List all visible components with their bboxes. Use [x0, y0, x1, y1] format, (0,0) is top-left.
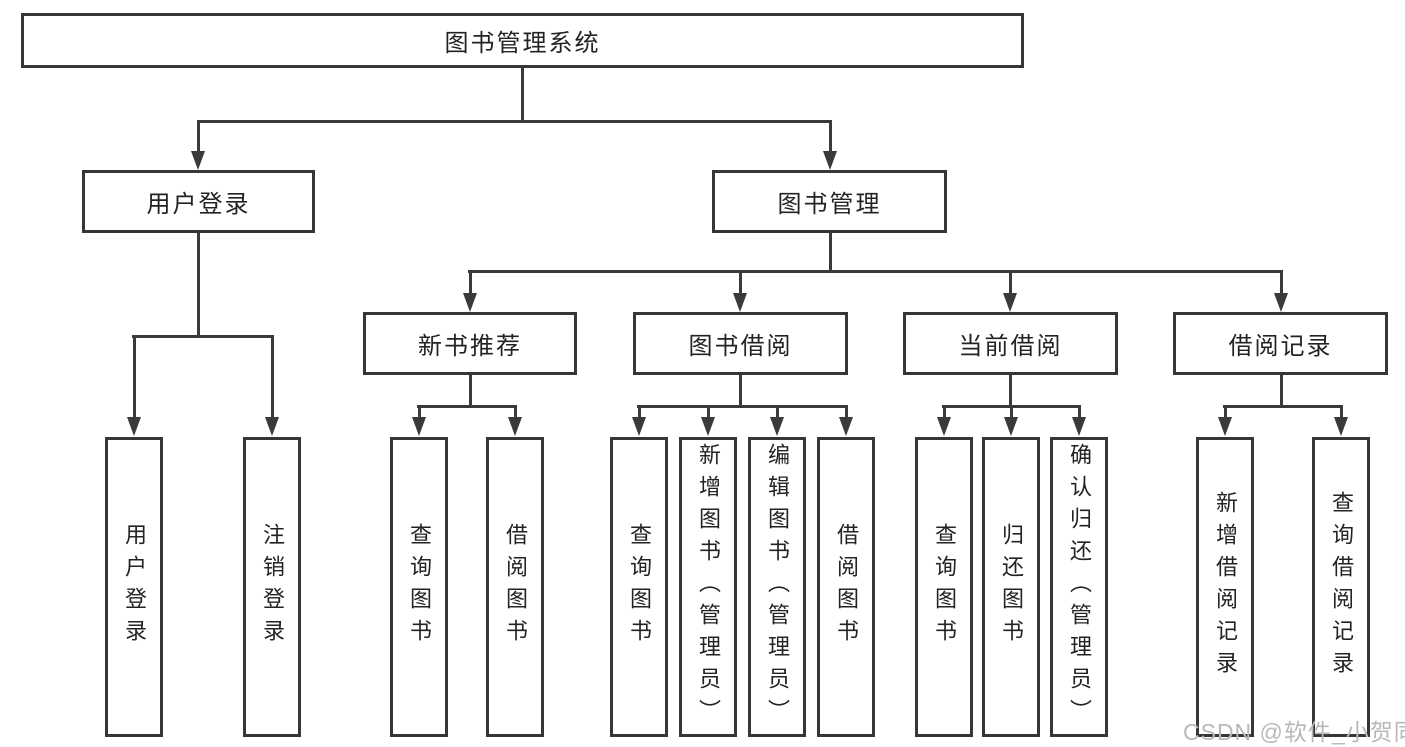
- leaf-confirm-return-admin: 确认归还（管理员）: [1050, 437, 1108, 737]
- leaf-user-login: 用户登录: [105, 437, 163, 737]
- connector-hline: [417, 405, 517, 408]
- arrowhead-down: [127, 417, 141, 436]
- leaf-borrow-books-recommend: 借阅图书: [486, 437, 544, 737]
- arrowhead-down: [1004, 417, 1018, 436]
- connector-hline: [132, 335, 274, 338]
- connector-vline: [418, 405, 421, 419]
- arrowhead-down: [508, 417, 522, 436]
- arrowhead-down: [265, 417, 279, 436]
- connector-vline: [1009, 375, 1012, 407]
- connector-vline: [514, 405, 517, 419]
- arrowhead-down: [1003, 293, 1017, 312]
- leaf-edit-books-admin: 编辑图书（管理员）: [748, 437, 806, 737]
- leaf-add-borrow-record: 新增借阅记录: [1196, 437, 1254, 737]
- connector-vline: [271, 335, 274, 419]
- arrowhead-down: [463, 293, 477, 312]
- leaf-logout: 注销登录: [243, 437, 301, 737]
- arrowhead-down: [632, 417, 646, 436]
- connector-vline: [707, 405, 710, 419]
- arrowhead-down: [733, 293, 747, 312]
- connector-vline: [1224, 405, 1227, 419]
- connector-vline: [1010, 405, 1013, 419]
- connector-vline: [739, 375, 742, 407]
- connector-vline: [1280, 375, 1283, 407]
- connector-hline: [468, 270, 1282, 273]
- connector-vline: [776, 405, 779, 419]
- connector-vline: [133, 335, 136, 419]
- connector-vline: [638, 405, 641, 419]
- leaf-add-books-admin: 新增图书（管理员）: [679, 437, 737, 737]
- connector-vline: [1009, 270, 1012, 295]
- leaf-query-borrow-record: 查询借阅记录: [1312, 437, 1370, 737]
- connector-vline: [1078, 405, 1081, 419]
- connector-vline: [1280, 270, 1283, 295]
- node-book-management: 图书管理: [712, 170, 947, 233]
- connector-vline: [943, 405, 946, 419]
- connector-vline: [469, 375, 472, 407]
- node-root-library-system: 图书管理系统: [21, 13, 1024, 68]
- arrowhead-down: [839, 417, 853, 436]
- arrowhead-down: [1334, 417, 1348, 436]
- connector-vline: [845, 405, 848, 419]
- node-borrowing-records: 借阅记录: [1173, 312, 1388, 375]
- arrowhead-down: [770, 417, 784, 436]
- connector-hline: [637, 405, 848, 408]
- connector-vline: [829, 120, 832, 153]
- leaf-query-books-current: 查询图书: [915, 437, 973, 737]
- arrowhead-down: [1274, 293, 1288, 312]
- arrowhead-down: [823, 151, 837, 170]
- connector-vline: [469, 270, 472, 295]
- connector-vline: [521, 68, 524, 122]
- node-user-login: 用户登录: [82, 170, 315, 233]
- connector-vline: [1340, 405, 1343, 419]
- connector-hline: [1223, 405, 1343, 408]
- arrowhead-down: [1218, 417, 1232, 436]
- leaf-borrow-books: 借阅图书: [817, 437, 875, 737]
- connector-vline: [829, 233, 832, 272]
- node-current-borrowing: 当前借阅: [903, 312, 1118, 375]
- connector-hline: [197, 120, 832, 123]
- connector-vline: [197, 120, 200, 153]
- arrowhead-down: [191, 151, 205, 170]
- connector-vline: [739, 270, 742, 295]
- csdn-watermark: CSDN @软件_小贺同学: [1183, 719, 1405, 745]
- node-new-book-recommend: 新书推荐: [363, 312, 577, 375]
- connector-vline: [197, 233, 200, 337]
- leaf-query-books-recommend: 查询图书: [390, 437, 448, 737]
- leaf-return-books: 归还图书: [982, 437, 1040, 737]
- arrowhead-down: [701, 417, 715, 436]
- arrowhead-down: [1072, 417, 1086, 436]
- node-book-borrowing: 图书借阅: [633, 312, 848, 375]
- arrowhead-down: [412, 417, 426, 436]
- arrowhead-down: [937, 417, 951, 436]
- leaf-query-books-borrowing: 查询图书: [610, 437, 668, 737]
